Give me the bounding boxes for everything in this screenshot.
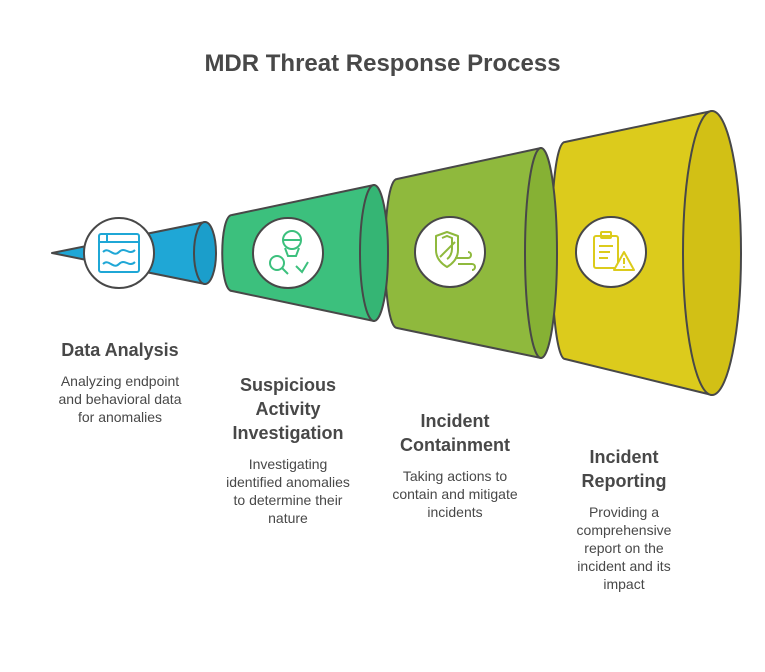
page-title: MDR Threat Response Process <box>204 50 561 77</box>
search-investigation-icon <box>252 217 324 289</box>
stage-heading: Suspicious Activity Investigation <box>232 375 344 443</box>
stage-heading: Incident Containment <box>400 411 510 455</box>
stage-description: Providing a comprehensive report on the … <box>576 504 672 592</box>
data-chart-icon <box>83 217 155 289</box>
report-warning-icon <box>575 216 647 288</box>
shield-wind-icon <box>414 216 486 288</box>
stage-description: Analyzing endpoint and behavioral data f… <box>58 373 182 425</box>
stage-heading: Data Analysis <box>61 340 179 360</box>
stage-containment-label: Incident Containment Taking actions to c… <box>375 409 535 521</box>
stage-heading: Incident Reporting <box>581 447 667 491</box>
stage-reporting-label: Incident Reporting Providing a comprehen… <box>544 445 704 593</box>
stage-description: Taking actions to contain and mitigate i… <box>392 468 518 520</box>
stage-description: Investigating identified anomalies to de… <box>226 456 350 526</box>
stage-analysis-label: Data Analysis Analyzing endpoint and beh… <box>40 338 200 426</box>
stage-investigation-label: Suspicious Activity Investigation Invest… <box>208 373 368 527</box>
